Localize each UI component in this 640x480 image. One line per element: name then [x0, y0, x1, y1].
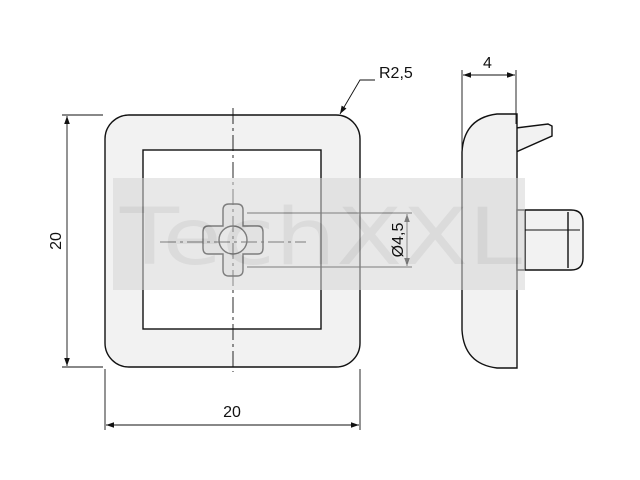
dim-radius-label: R2,5 [379, 65, 413, 82]
dim-width-label: 20 [223, 404, 241, 421]
dim-height-label: 20 [48, 232, 65, 250]
dim-thickness-label: 4 [483, 55, 492, 72]
watermark-text: TechXXL [119, 193, 523, 283]
watermark-band [113, 178, 525, 290]
dim-diameter-label: Ø4,5 [390, 223, 407, 258]
watermark: TechXXL [113, 178, 525, 290]
stem [516, 209, 584, 271]
latch-tab [515, 123, 553, 154]
